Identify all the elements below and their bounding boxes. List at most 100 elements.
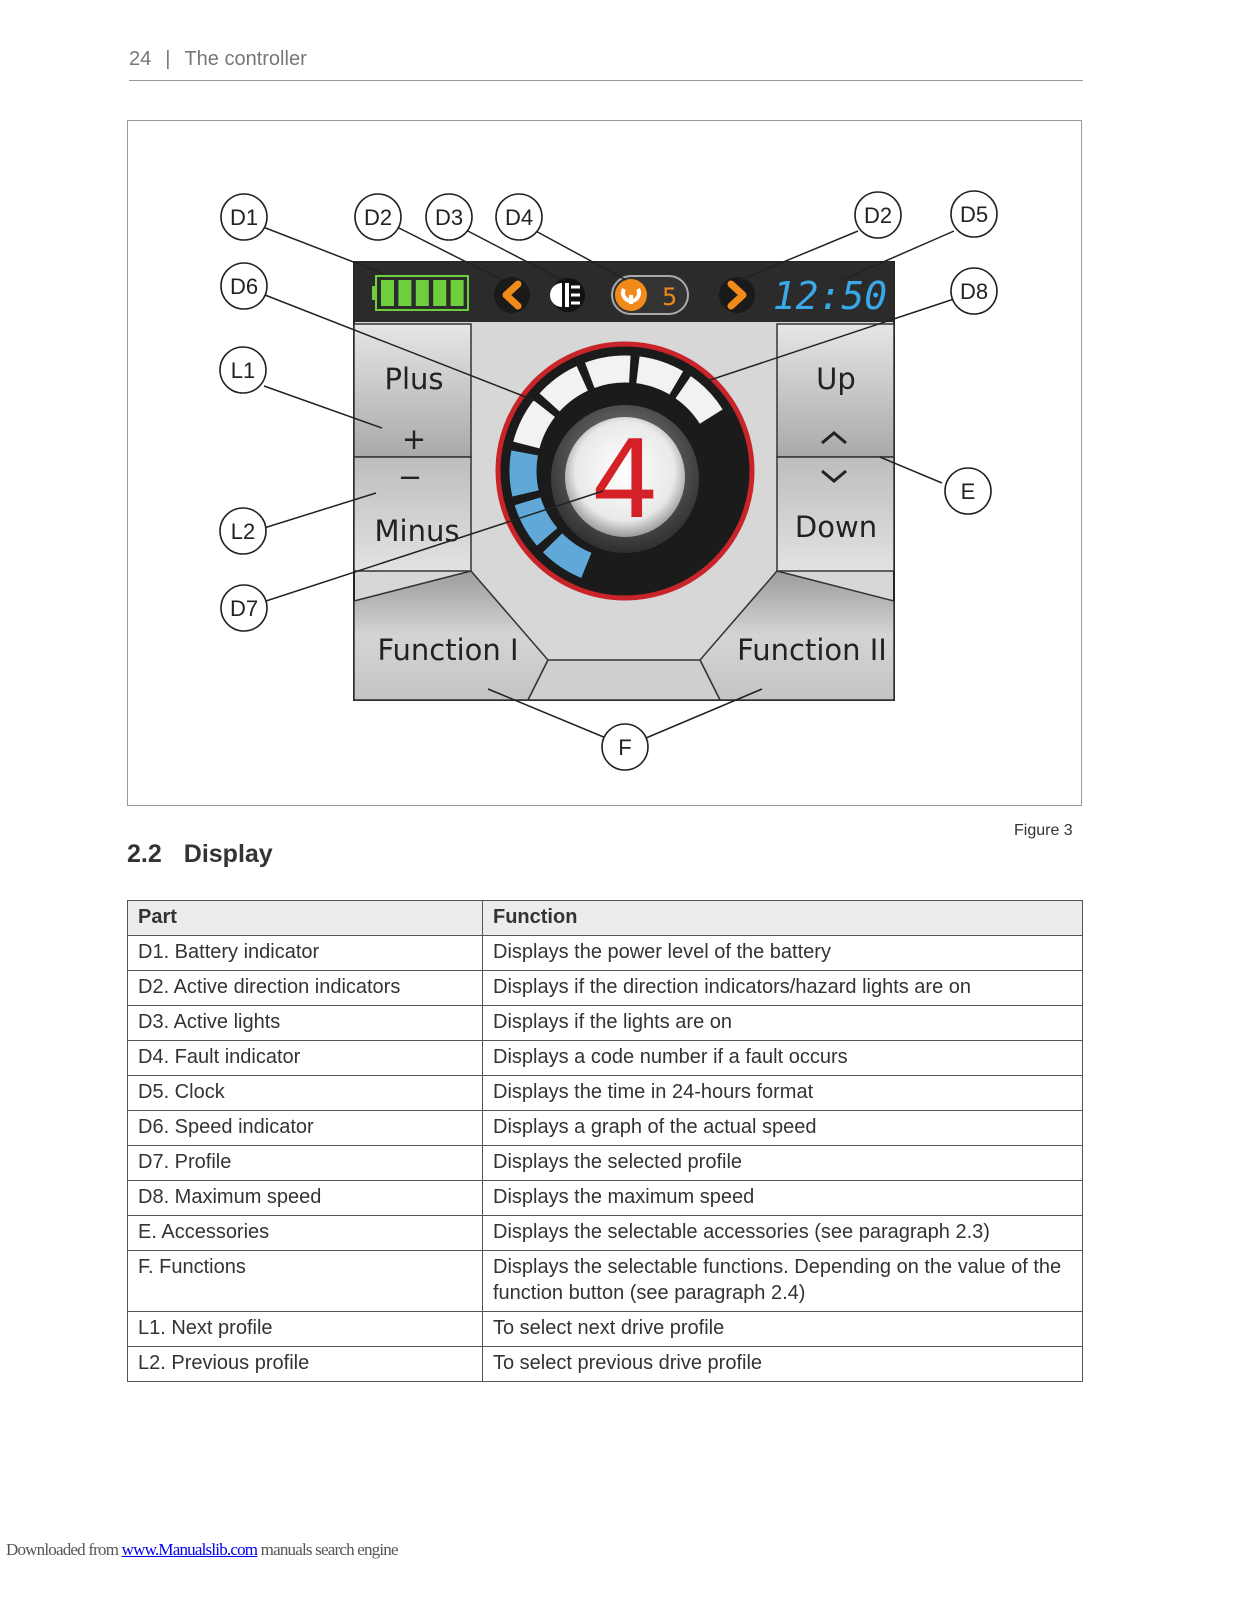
svg-text:F: F (618, 735, 631, 760)
down-button[interactable] (776, 456, 895, 572)
speed-segment (512, 398, 557, 450)
function-cell: Displays if the lights are on (482, 1005, 1083, 1041)
function-cell: Displays the selectable functions. Depen… (482, 1250, 1083, 1312)
svg-text:D1: D1 (230, 205, 258, 230)
callout-e: E (944, 467, 992, 515)
part-cell: D1. Battery indicator (127, 935, 483, 971)
down-label: Down (795, 510, 877, 544)
battery-bar (415, 280, 429, 306)
battery-indicator (372, 275, 469, 311)
svg-text:D5: D5 (960, 202, 988, 227)
svg-text:L1: L1 (231, 358, 255, 383)
part-cell: D7. Profile (127, 1145, 483, 1181)
battery-bar (381, 280, 394, 306)
svg-text:D7: D7 (230, 596, 258, 621)
function-cell: Displays a graph of the actual speed (482, 1110, 1083, 1146)
part-cell: L1. Next profile (127, 1311, 483, 1347)
profile-knob (565, 417, 685, 537)
leader-lines (262, 226, 955, 739)
function-cell: Displays if the direction indicators/haz… (482, 970, 1083, 1006)
svg-text:L2: L2 (231, 519, 255, 544)
footer: Downloaded from www.Manualslib.com manua… (6, 1540, 399, 1560)
clock-display: 12:50 (773, 274, 887, 318)
section-name: Display (183, 840, 273, 868)
battery-bar (433, 280, 447, 306)
column-header-function: Function (482, 900, 1083, 936)
svg-text:D2: D2 (364, 205, 392, 230)
part-cell: D2. Active direction indicators (127, 970, 483, 1006)
speed-segment (674, 374, 725, 426)
center-bottom-button[interactable] (526, 659, 722, 701)
controller-figure: 5 12:50 Plus + − Minus Up Down Function … (127, 120, 1082, 806)
right-direction-icon (719, 277, 755, 313)
speed-segment-active (513, 496, 559, 548)
down-chevron-icon (821, 469, 847, 483)
part-cell: D8. Maximum speed (127, 1180, 483, 1216)
callout-d7: D7 (220, 584, 268, 632)
part-cell: D6. Speed indicator (127, 1110, 483, 1146)
function-cell: To select previous drive profile (482, 1346, 1083, 1382)
page-number: 24 (129, 48, 152, 70)
function-cell: Displays the time in 24-hours format (482, 1075, 1083, 1111)
manualslib-link[interactable]: www.Manualslib.com (121, 1540, 258, 1559)
header-separator: | (165, 48, 171, 70)
svg-text:D6: D6 (230, 274, 258, 299)
callout-d2-right: D2 (854, 191, 902, 239)
headlight-icon (550, 278, 585, 312)
up-label: Up (816, 362, 856, 396)
left-direction-icon (494, 277, 530, 313)
page-header: 24 | The controller (129, 48, 1083, 81)
table-header-row: Part Function (127, 900, 1083, 936)
footer-prefix: Downloaded from (6, 1540, 122, 1559)
function-cell: Displays the selectable accessories (see… (482, 1215, 1083, 1251)
part-cell: D4. Fault indicator (127, 1040, 483, 1076)
plus-button[interactable] (353, 323, 472, 458)
speed-dial: 4 (495, 341, 755, 601)
minus-button[interactable] (353, 456, 472, 572)
callout-d1: D1 (220, 193, 268, 241)
svg-text:D4: D4 (505, 205, 533, 230)
function-cell: To select next drive profile (482, 1311, 1083, 1347)
up-chevron-icon (821, 431, 847, 445)
column-header-part: Part (127, 900, 483, 936)
function-cell: Displays the power level of the battery (482, 935, 1083, 971)
callout-d6: D6 (220, 262, 268, 310)
svg-text:D2: D2 (864, 203, 892, 228)
battery-bar (398, 280, 412, 306)
fault-code: 5 (662, 283, 677, 311)
callout-l1: L1 (219, 346, 267, 394)
plus-symbol: + (402, 422, 426, 456)
callout-l2: L2 (219, 507, 267, 555)
speed-segment (538, 364, 590, 413)
battery-bar (450, 280, 464, 306)
svg-text:D8: D8 (960, 279, 988, 304)
svg-text:D3: D3 (435, 205, 463, 230)
svg-text:E: E (961, 479, 976, 504)
function-1-label: Function I (377, 633, 518, 667)
speed-segment (583, 354, 632, 390)
fault-indicator: 5 (611, 275, 689, 315)
callout-d3: D3 (425, 193, 473, 241)
footer-suffix: manuals search engine (257, 1540, 399, 1559)
function-2-label: Function II (737, 633, 887, 667)
callout-f: F (601, 723, 649, 771)
chapter-title: The controller (184, 48, 307, 70)
minus-symbol: − (398, 460, 422, 494)
function-cell: Displays the maximum speed (482, 1180, 1083, 1216)
callout-d5: D5 (950, 190, 998, 238)
section-number: 2.2 (127, 840, 162, 868)
minus-label: Minus (375, 514, 460, 548)
